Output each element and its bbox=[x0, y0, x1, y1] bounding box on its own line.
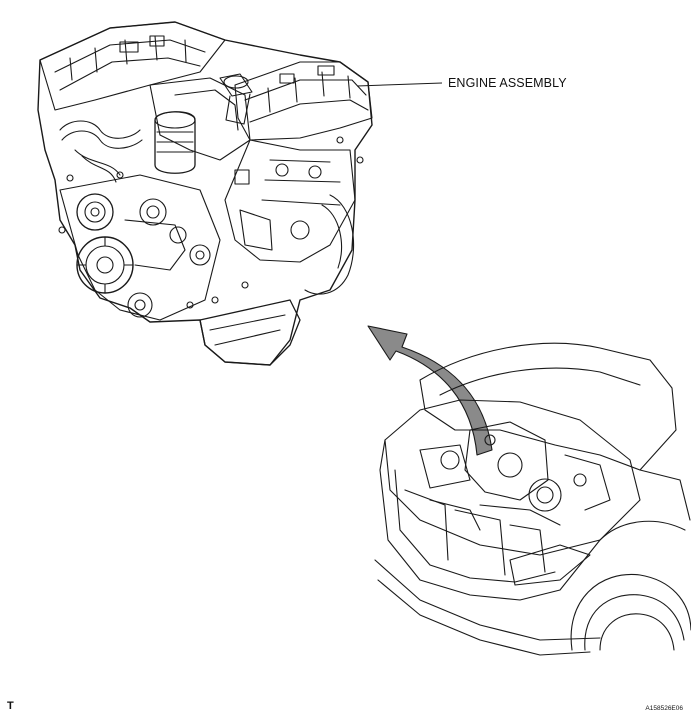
engine-assembly-illustration bbox=[37, 21, 373, 366]
corner-letter: T bbox=[7, 700, 14, 712]
removal-arrow bbox=[367, 325, 493, 456]
engine-assembly-label: ENGINE ASSEMBLY bbox=[448, 76, 567, 90]
callout-leader-line bbox=[356, 82, 443, 87]
figure-code: A158526E06 bbox=[645, 705, 683, 712]
vehicle-front-illustration bbox=[374, 342, 691, 656]
